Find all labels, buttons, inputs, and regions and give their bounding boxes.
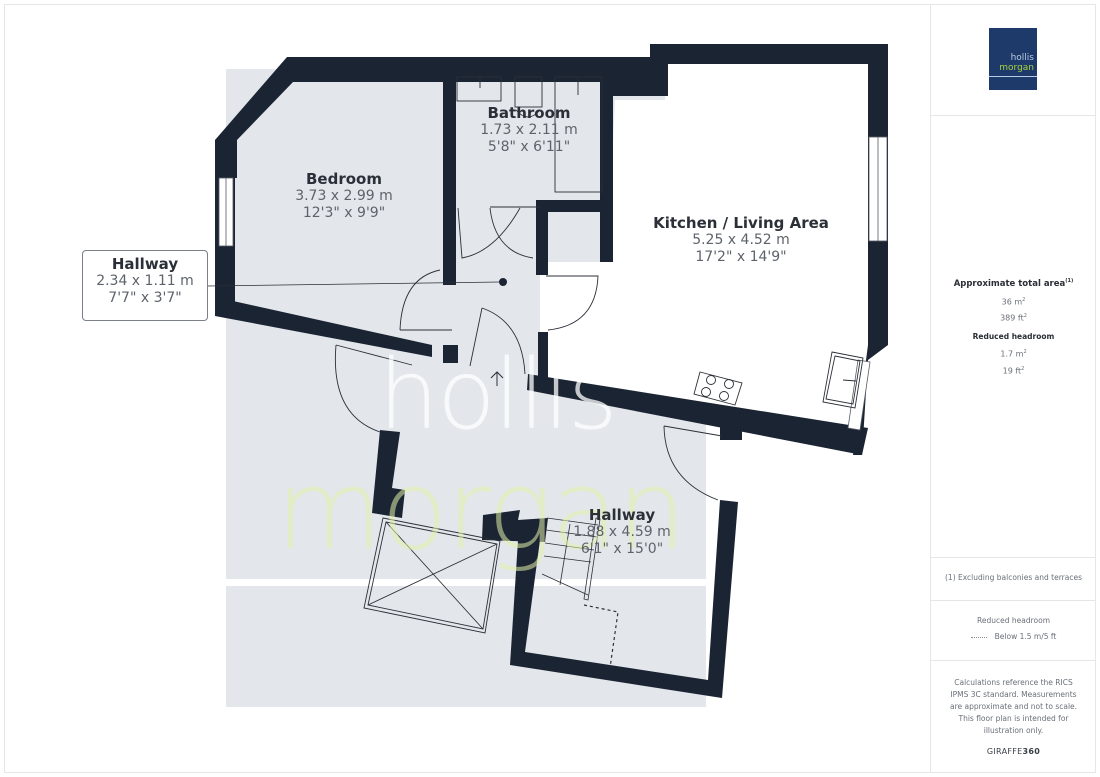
bathroom-fixtures [456, 76, 603, 193]
floor-plan-drawing [207, 44, 888, 707]
page-frame [4, 4, 1096, 773]
hollis-morgan-logo: hollis morgan [989, 28, 1037, 90]
room-metric: 1.73 x 2.11 m [480, 122, 578, 138]
total-area-m2: 36 m2 [1001, 296, 1026, 307]
reduced-headroom-title: Reduced headroom [972, 332, 1055, 342]
info-sidebar: hollis morgan Approximate total area(1) … [930, 4, 1096, 773]
stair-void [363, 517, 501, 634]
disclaimer-section: Calculations reference the RICS IPMS 3C … [931, 661, 1096, 773]
legend-item: Below 1.5 m/5 ft [931, 631, 1096, 643]
entrance-arrow-icon [490, 371, 504, 386]
reduced-headroom-ft2: 19 ft2 [1002, 365, 1025, 376]
room-metric: 5.25 x 4.52 m [692, 232, 790, 248]
callout-anchor [499, 278, 507, 286]
room-name: Kitchen / Living Area [653, 214, 829, 232]
room-name: Hallway [111, 255, 179, 273]
legend-section: Reduced headroom Below 1.5 m/5 ft [931, 601, 1096, 661]
reduced-headroom-boundary [583, 604, 619, 669]
room-metric: 3.73 x 2.99 m [295, 188, 393, 204]
logo-rule [989, 76, 1037, 77]
kitchen-fixtures [693, 351, 864, 409]
reduced-headroom-m2: 1.7 m2 [1000, 349, 1027, 359]
logo-line2: morgan [999, 63, 1034, 73]
room-imperial: 17'2" x 14'9" [695, 249, 787, 265]
logo-section: hollis morgan [931, 4, 1096, 116]
legend-title: Reduced headroom [976, 616, 1050, 625]
room-name: Hallway [588, 506, 656, 524]
area-summary: Approximate total area(1) 36 m2 389 ft2 … [931, 278, 1096, 378]
room-metric: 1.88 x 4.59 m [573, 524, 671, 540]
room-name: Bedroom [306, 170, 382, 188]
room-imperial: 7'7" x 3'7" [108, 290, 182, 306]
room-label-hallway-lower: Hallway 1.88 x 4.59 m 6'1" x 15'0" [573, 506, 671, 558]
windows [218, 136, 888, 431]
total-area-ft2: 389 ft2 [1000, 313, 1027, 324]
stairs [541, 517, 601, 601]
footnote-text: (1) Excluding balconies and terraces [945, 573, 1082, 582]
disclaimer-text: Calculations reference the RICS IPMS 3C … [949, 678, 1078, 735]
room-label-bathroom: Bathroom 1.73 x 2.11 m 5'8" x 6'11" [480, 104, 578, 156]
giraffe360-credit: GIRAFFE360 [986, 747, 1041, 756]
logo-line1: hollis [1010, 53, 1034, 63]
floor-plan: hollis morgan Bedroom 3.73 x 2.99 m 12'3… [82, 44, 888, 707]
room-name: Bathroom [487, 104, 571, 122]
doors [334, 206, 723, 501]
kitchen-floor [540, 69, 860, 425]
room-imperial: 12'3" x 9'9" [302, 205, 386, 221]
floor-shade-lower [226, 586, 706, 707]
walls [215, 44, 888, 698]
room-label-hallway-callout: Hallway 2.34 x 1.11 m 7'7" x 3'7" [82, 250, 208, 321]
room-imperial: 6'1" x 15'0" [580, 541, 664, 557]
room-label-kitchen-living: Kitchen / Living Area 5.25 x 4.52 m 17'2… [653, 214, 829, 266]
room-label-bedroom: Bedroom 3.73 x 2.99 m 12'3" x 9'9" [295, 170, 393, 222]
room-imperial: 5'8" x 6'11" [487, 139, 571, 155]
total-area-title: Approximate total area(1) [953, 278, 1074, 289]
area-section: Approximate total area(1) 36 m2 389 ft2 … [931, 116, 1096, 558]
dotted-line-icon [970, 636, 987, 638]
callout-leader [207, 281, 501, 287]
room-metric: 2.34 x 1.11 m [96, 273, 194, 289]
footnote-section: (1) Excluding balconies and terraces [931, 558, 1096, 601]
